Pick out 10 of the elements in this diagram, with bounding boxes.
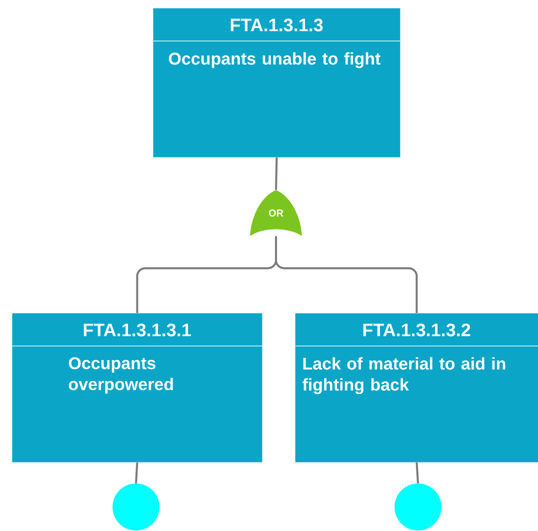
connector-line [275, 157, 278, 190]
connector-line [135, 462, 138, 484]
event-box: FTA.1.3.1.3.1 Occupants overpowered [12, 313, 262, 462]
event-box: FTA.1.3.1.3.2 Lack of material to aid in fighting back [294, 313, 538, 462]
basic-event-circle [394, 484, 442, 530]
connector-line [416, 462, 419, 484]
or-gate: OR [250, 190, 302, 236]
event-box: FTA.1.3.1.3 Occupants unable to fight [152, 8, 400, 158]
basic-event-circle [112, 484, 160, 530]
connector-line [275, 236, 418, 313]
